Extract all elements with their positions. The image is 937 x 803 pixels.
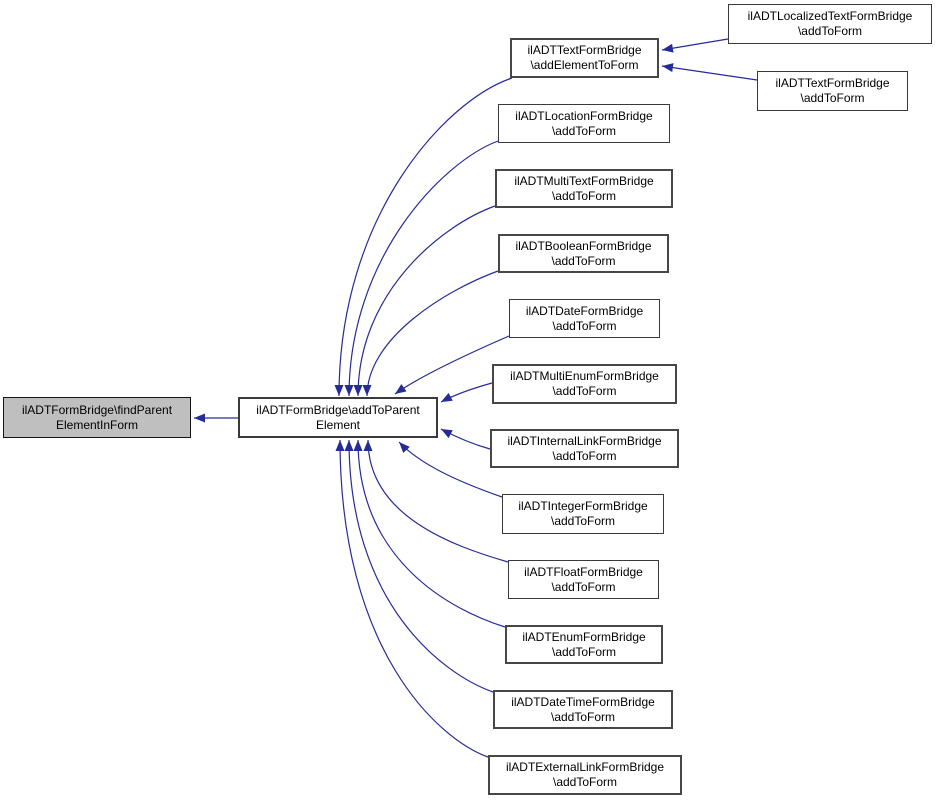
edge-boolean-to-addtoparent [362, 270, 499, 397]
node-iladtinternallinkformbridge-addtoform[interactable]: ilADTInternalLinkFormBridge \addToForm [490, 429, 679, 468]
edge-externallink-to-addtoparent [335, 439, 489, 758]
node-iladtintegerformbridge-addtoform[interactable]: ilADTIntegerFormBridge \addToForm [502, 494, 664, 534]
node-iladtenumformbridge-addtoform[interactable]: ilADTEnumFormBridge \addToForm [505, 625, 663, 664]
node-iladtfloatformbridge-addtoform[interactable]: ilADTFloatFormBridge \addToForm [508, 560, 659, 599]
node-iladtdateformbridge-addtoform[interactable]: ilADTDateFormBridge \addToForm [509, 299, 660, 338]
edge-location-to-addtoparent [344, 140, 499, 397]
edge-date-to-addtoparent [394, 335, 510, 395]
node-iladttextformbridge-addelementtoform[interactable]: ilADTTextFormBridge \addElementToForm [510, 38, 659, 78]
edge-float-to-addtoparent [363, 439, 509, 563]
node-iladtdatetimeformbridge-addtoform[interactable]: ilADTDateTimeFormBridge \addToForm [493, 690, 673, 729]
edge-integer-to-addtoparent [398, 441, 503, 498]
node-iladtformbridge-findparentelementinform: ilADTFormBridge\findParent ElementInForm [3, 397, 191, 438]
node-iladtlocationformbridge-addtoform[interactable]: ilADTLocationFormBridge \addToForm [498, 104, 670, 143]
edge-localizedtext-to-addelementtoform [661, 38, 729, 53]
edge-datetime-to-addtoparent [344, 439, 494, 693]
edge-enum-to-addtoparent [353, 439, 506, 628]
edge-multitext-to-addtoparent [353, 205, 496, 397]
node-iladtmultienumformbridge-addtoform[interactable]: ilADTMultiEnumFormBridge \addToForm [492, 364, 677, 404]
edge-internallink-to-addtoparent [440, 428, 491, 450]
edge-textaddtoform-to-addelementtoform [661, 63, 758, 81]
edge-multienum-to-addtoparent [440, 382, 493, 403]
node-iladttextformbridge-addtoform[interactable]: ilADTTextFormBridge \addToForm [757, 71, 908, 111]
node-iladtlocalizedtextformbridge-addtoform[interactable]: ilADTLocalizedTextFormBridge \addToForm [728, 4, 932, 44]
node-iladtexternallinkformbridge-addtoform[interactable]: ilADTExternalLinkFormBridge \addToForm [488, 755, 682, 795]
node-iladtformbridge-addtoparentelement[interactable]: ilADTFormBridge\addToParent Element [238, 397, 438, 438]
node-iladtbooleanformbridge-addtoform[interactable]: ilADTBooleanFormBridge \addToForm [498, 234, 669, 273]
edge-addelementtoform-to-addtoparent [334, 77, 513, 397]
node-iladtmultitextformbridge-addtoform[interactable]: ilADTMultiTextFormBridge \addToForm [495, 169, 673, 208]
